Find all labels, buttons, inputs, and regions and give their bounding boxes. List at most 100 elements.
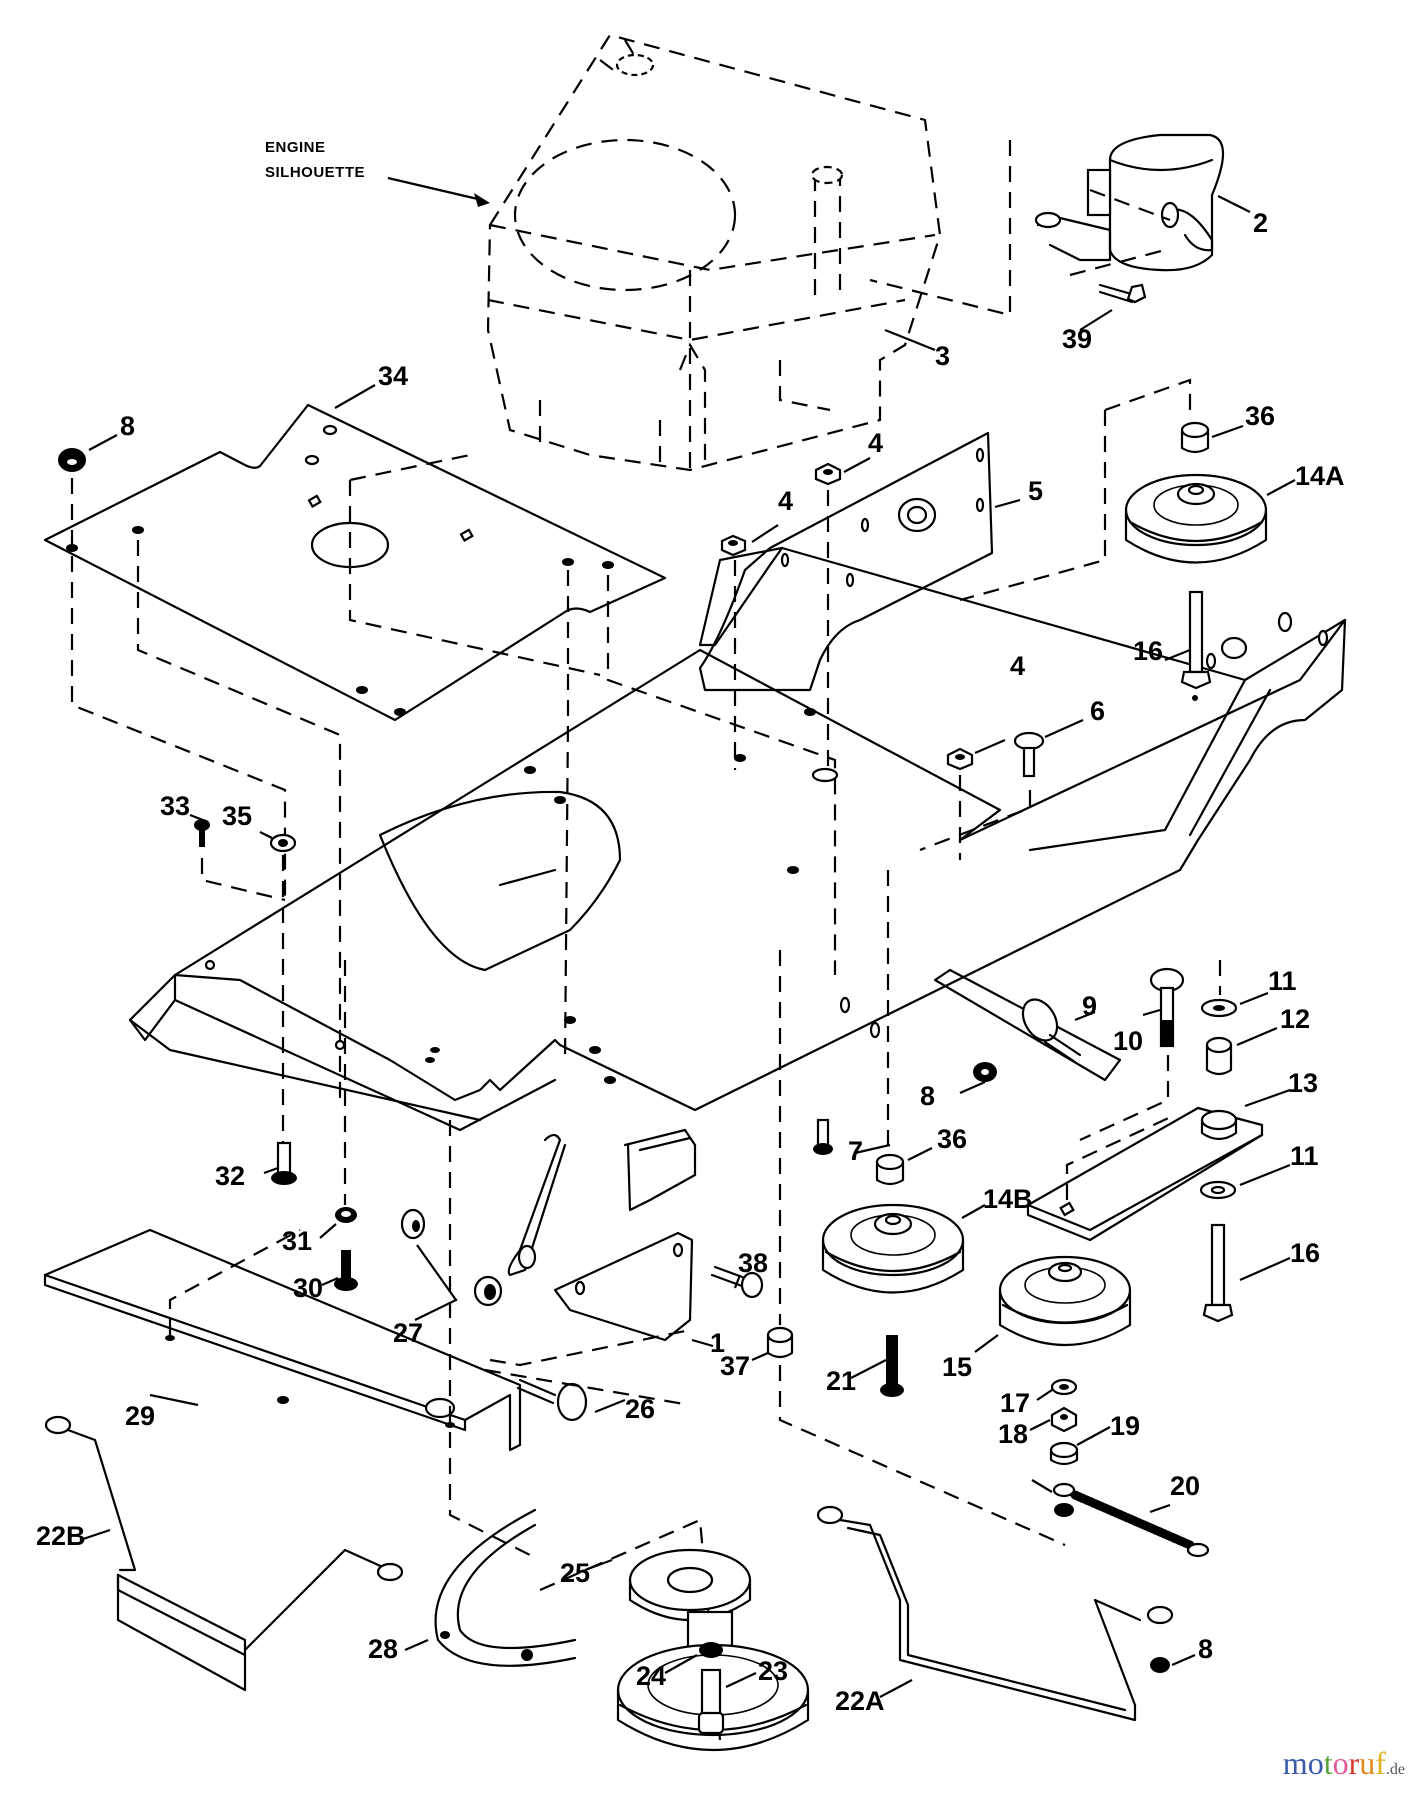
guide-line [168, 1229, 301, 1335]
callout-13: 13 [1288, 1068, 1318, 1098]
leader-lines [79, 195, 1296, 1698]
callout-18: 18 [998, 1419, 1028, 1449]
callout-23: 23 [758, 1656, 788, 1686]
bolt-part-23 [697, 1668, 725, 1735]
spacer-part-37 [766, 1326, 794, 1359]
link-part-22a [816, 1505, 1174, 1722]
washer-part-11-top [1200, 998, 1238, 1018]
nut-part-8-middle [973, 1062, 997, 1082]
callout-8-top: 8 [120, 411, 135, 441]
spring-part-20 [1070, 1490, 1210, 1558]
watermark-letter: r [1348, 1745, 1360, 1781]
callout-11-top: 11 [1268, 966, 1297, 996]
spacer-part-12 [1205, 1036, 1233, 1076]
callout-8-middle: 8 [920, 1081, 935, 1111]
callout-10: 10 [1113, 1026, 1143, 1056]
washer-part-24 [699, 1642, 723, 1658]
callout-6: 6 [1090, 696, 1105, 726]
guide-line [448, 1120, 531, 1556]
callout-3: 3 [935, 341, 950, 371]
link-arm [507, 1133, 567, 1277]
watermark-letter: o [1307, 1745, 1324, 1781]
callout-15: 15 [942, 1352, 972, 1382]
callout-34: 34 [378, 361, 408, 391]
callout-16-bottom: 16 [1290, 1238, 1320, 1268]
guide-line [563, 570, 570, 1061]
watermark-logo: motoruf.de [1283, 1745, 1405, 1782]
callout-12: 12 [1280, 1004, 1310, 1034]
callout-1: 1 [710, 1328, 725, 1358]
callout-39: 39 [1062, 324, 1092, 354]
bolt-part-10 [1149, 967, 1185, 1048]
bolt-part-39 [1098, 283, 1147, 304]
callout-4-c: 4 [1010, 651, 1025, 681]
engine-arrow-head [474, 193, 490, 207]
callout-26: 26 [625, 1394, 655, 1424]
watermark-suffix: .de [1385, 1761, 1405, 1778]
muffler-guide-line [869, 140, 1012, 317]
callout-14b: 14B [983, 1184, 1033, 1214]
watermark-letter: o [1332, 1745, 1349, 1781]
plate-small [933, 968, 1122, 1082]
bolt-part-32 [271, 1141, 297, 1185]
washer-part-17 [1050, 1378, 1078, 1396]
bolt-part-6 [919, 731, 1045, 852]
nut-part-4-c [946, 747, 974, 771]
callout-37: 37 [720, 1351, 750, 1381]
guide-line [1065, 1114, 1176, 1200]
pulley-part-15 [998, 1255, 1132, 1346]
bracket-arm [623, 1128, 697, 1212]
bracket-part-1 [553, 1231, 694, 1342]
callout-20: 20 [1170, 1471, 1200, 1501]
callout-24: 24 [636, 1661, 666, 1691]
bolt-part-30 [334, 1250, 358, 1291]
pulley-part-14b [821, 1203, 965, 1294]
bolt-part-38 [710, 1265, 764, 1299]
chassis-frame [128, 618, 1347, 1132]
callout-35: 35 [222, 801, 252, 831]
callout-5: 5 [1028, 476, 1043, 506]
guide-line [200, 858, 286, 902]
callout-30: 30 [293, 1273, 323, 1303]
spacer-part-19 [1049, 1441, 1079, 1466]
watermark-letter: t [1323, 1745, 1333, 1781]
engine-label-line2: SILHOUETTE [265, 164, 365, 181]
nut-part-4-b [814, 462, 842, 486]
spacer-part-36-top [1180, 421, 1210, 454]
engine-silhouette [486, 33, 942, 472]
bolt-part-16-top [1180, 590, 1212, 690]
callout-17: 17 [1000, 1388, 1030, 1418]
guide-line [1079, 1055, 1170, 1142]
callout-36-bottom: 36 [937, 1124, 967, 1154]
callout-4-a: 4 [778, 486, 793, 516]
engine-arrow [387, 176, 483, 202]
belt-guide-part-28 [434, 1508, 577, 1667]
nut-part-4-a [720, 534, 747, 557]
watermark-letter: u [1359, 1745, 1376, 1781]
callout-29: 29 [125, 1401, 155, 1431]
callout-31: 31 [282, 1226, 312, 1256]
guide-line [959, 378, 1192, 602]
nut-part-4-d [1052, 1482, 1076, 1517]
plate-part-29 [43, 1228, 522, 1452]
link-part-22b [44, 1415, 404, 1692]
callout-38: 38 [738, 1248, 768, 1278]
callout-2: 2 [1253, 208, 1268, 238]
callout-8-bottom: 8 [1198, 1634, 1213, 1664]
callout-19: 19 [1110, 1411, 1140, 1441]
bolt-part-16-bottom [1202, 1223, 1234, 1323]
callout-25: 25 [560, 1558, 590, 1588]
callout-22b: 22B [36, 1521, 86, 1551]
callout-11-bottom: 11 [1290, 1141, 1319, 1171]
nut-part-8-top [58, 448, 86, 472]
washer-part-31 [335, 1207, 357, 1223]
guide-line [606, 575, 837, 975]
washer-part-11-bottom [1199, 1180, 1237, 1200]
screw-part-33 [194, 819, 210, 847]
callout-33: 33 [160, 791, 190, 821]
plate-guide [348, 453, 601, 677]
pulley-part-14a [1124, 473, 1268, 564]
spacer-part-36-bottom [875, 1153, 905, 1186]
washer-part-35 [269, 833, 297, 853]
